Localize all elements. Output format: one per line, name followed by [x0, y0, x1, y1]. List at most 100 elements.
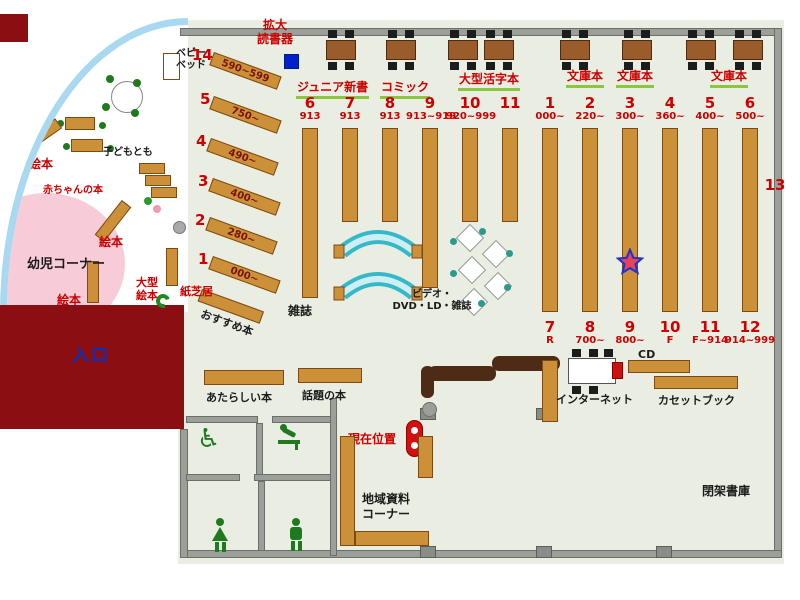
reading-table — [484, 30, 514, 70]
cassette-label: カセットブック — [658, 394, 735, 407]
bookshelf — [302, 128, 318, 298]
chair-dot — [102, 103, 110, 111]
wall-restroom — [272, 416, 336, 423]
ehon-label: 絵本 — [57, 293, 82, 307]
large-print-label: 大型活字本 — [458, 70, 521, 91]
baby-books-label: 赤ちゃんの本 — [43, 185, 103, 196]
shelf-number: 9 — [424, 94, 436, 112]
reading-table — [448, 30, 478, 70]
shelf-number: 4 — [664, 94, 676, 112]
shelf-number-13: 13 — [764, 176, 786, 194]
local-materials-label: 地域資料 コーナー — [361, 492, 410, 521]
mens-toilet-icon — [286, 518, 306, 554]
bookshelf — [582, 128, 598, 312]
pillar — [420, 546, 436, 558]
large-picture-book-label: 大型 絵本 — [136, 276, 158, 302]
kids-table — [71, 139, 103, 152]
chair-dot — [153, 205, 161, 213]
shelf-range: 913 — [379, 111, 401, 122]
comic-label: コミック — [380, 78, 431, 99]
womens-toilet-icon — [210, 518, 230, 554]
cd-label: CD — [638, 348, 656, 361]
internet-terminal — [612, 362, 623, 379]
shelf-range: 800~ — [615, 335, 645, 346]
new-books-label: あたらしい本 — [206, 391, 272, 404]
topic-books-label: 話題の本 — [302, 389, 346, 402]
reading-table — [686, 30, 716, 70]
step-bench — [145, 175, 171, 186]
wall-restroom — [254, 474, 336, 481]
shelf-number: 1 — [198, 250, 209, 268]
current-position-label: 現在位置 — [348, 432, 397, 446]
video-corner-label: ビデオ・ DVD・LD・雑誌 — [392, 289, 472, 312]
bookshelf — [342, 128, 358, 222]
chair-dot — [450, 270, 457, 277]
shelf-range: 914~999 — [724, 335, 776, 346]
bookshelf — [542, 360, 558, 422]
wall-restroom — [256, 423, 263, 475]
shelf-number: 1 — [544, 94, 556, 112]
bookshelf — [662, 128, 678, 312]
outside-block-top-left — [0, 14, 28, 42]
children-corner-area: 子どもとも 赤ちゃんの本 絵本 絵本 絵本 幼児コーナー — [0, 18, 188, 312]
reading-table — [326, 30, 356, 70]
shelf-range: 000~ — [535, 111, 565, 122]
shelf-range: 913 — [299, 111, 321, 122]
wheelchair-icon: ♿ — [197, 424, 221, 454]
shelf-range: F — [666, 335, 674, 346]
wall-restroom — [330, 398, 337, 556]
bookshelf — [382, 128, 398, 222]
ehon-shelf — [15, 118, 63, 156]
ehon-label: 絵本 — [99, 235, 124, 249]
internet-table — [568, 358, 616, 384]
magazines-label: 雑誌 — [288, 304, 313, 318]
chair — [572, 386, 581, 394]
shelf-number: 4 — [196, 132, 207, 150]
pillar-dot — [422, 402, 437, 417]
shelf-number: 11 — [499, 94, 521, 112]
shelf-number: 7 — [344, 94, 356, 112]
wall-bottom — [180, 550, 782, 558]
wall-restroom — [186, 416, 258, 423]
shelf-number: 3 — [624, 94, 636, 112]
shelf-range: F~914 — [691, 335, 729, 346]
topic-books-shelf — [298, 368, 362, 383]
shelf-number: 2 — [584, 94, 596, 112]
chair-dot — [106, 75, 114, 83]
new-books-shelf — [204, 370, 284, 385]
shelf-number: 2 — [195, 211, 206, 229]
bookshelf — [462, 128, 478, 222]
shelf-range: 913 — [339, 111, 361, 122]
internet-label: インターネット — [556, 393, 633, 406]
shelf-number: 8 — [384, 94, 396, 112]
reading-table — [560, 30, 590, 70]
cassette-shelf — [654, 376, 738, 389]
chair-dot — [57, 120, 64, 127]
shelf-number: 11 — [699, 318, 721, 336]
service-counter — [428, 366, 496, 381]
baby-bed-label: ベビー ベッド — [176, 48, 206, 71]
kamishibai-label: 紙芝居 — [180, 285, 213, 298]
chair-dot — [99, 122, 106, 129]
chair — [589, 349, 598, 357]
magazine-curved-rack — [332, 218, 424, 306]
baby-changing-icon — [278, 424, 300, 450]
pillar-dot — [173, 221, 186, 234]
shelf-number: 5 — [704, 94, 716, 112]
reading-table — [622, 30, 652, 70]
shelf-number: 6 — [304, 94, 316, 112]
shelf-range: 300~ — [615, 111, 645, 122]
kamishibai-shelf — [166, 248, 178, 286]
shelf-range: 400~ — [695, 111, 725, 122]
reading-table — [386, 30, 416, 70]
shelf-number: 7 — [544, 318, 556, 336]
step-bench — [151, 187, 177, 198]
step-bench — [139, 163, 165, 174]
entrance-porch: 入口 — [0, 305, 184, 429]
bunko-label: 文庫本 — [616, 67, 655, 88]
shelf-number: 8 — [584, 318, 596, 336]
bookshelf — [622, 128, 638, 312]
shelf-number: 14 — [192, 46, 213, 64]
chair-dot — [450, 238, 457, 245]
